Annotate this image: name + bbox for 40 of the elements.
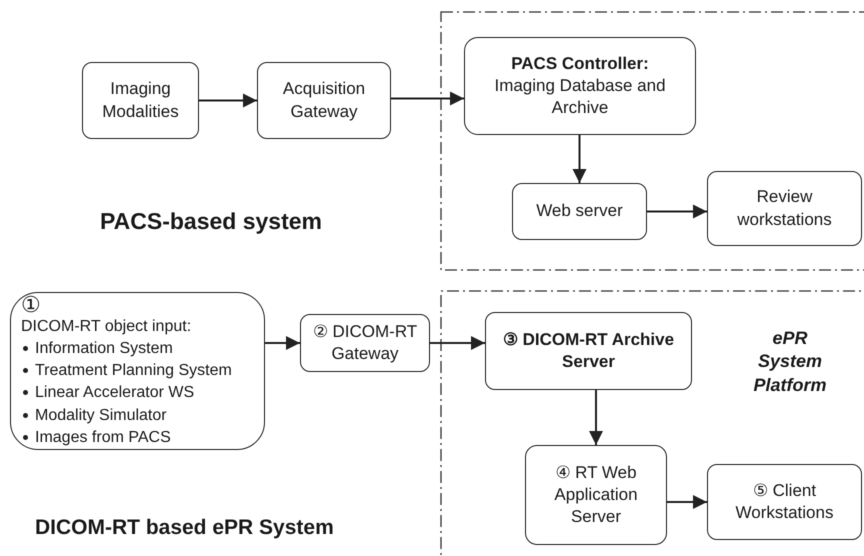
- process-box: [300, 314, 430, 372]
- bullet-item: Images from PACS: [21, 427, 171, 450]
- bullet-item: Modality Simulator: [21, 404, 167, 428]
- box-label: ⑤ Client Workstations: [734, 480, 834, 524]
- arrow: [265, 336, 300, 350]
- process-box: [464, 37, 696, 135]
- section-title: PACS-based system: [100, 208, 322, 235]
- process-box: [512, 183, 647, 240]
- box-text: Imaging Database and Archive: [493, 74, 667, 120]
- arrow: [589, 390, 603, 445]
- step-number: ①: [21, 292, 41, 317]
- box-label: Imaging Modalities: [101, 78, 180, 122]
- bullet-item: Treatment Planning System: [21, 360, 232, 382]
- dash-dot-region: [441, 12, 864, 270]
- process-box: [707, 171, 862, 246]
- process-box: [82, 62, 199, 139]
- box-label: ④ RT Web Application Server: [553, 462, 639, 528]
- arrow: [572, 135, 586, 183]
- bullet-item: Information System: [21, 338, 173, 360]
- arrow: [430, 336, 485, 350]
- process-box: [257, 62, 391, 139]
- box-label: ③ DICOM-RT Archive Server: [502, 328, 676, 373]
- dash-dot-region: [441, 291, 864, 556]
- arrow: [667, 495, 707, 509]
- arrow: [199, 94, 257, 108]
- arrow: [391, 92, 464, 106]
- section-title: DICOM-RT based ePR System: [35, 516, 334, 540]
- box-label: Review workstations: [736, 186, 833, 230]
- process-box: [485, 312, 692, 390]
- process-box: [10, 292, 265, 450]
- box-label: ② DICOM-RT Gateway: [312, 320, 418, 365]
- process-box: [707, 464, 862, 540]
- bullet-item: Linear Accelerator WS: [21, 382, 194, 405]
- arrow: [647, 204, 707, 218]
- process-box: [525, 445, 667, 545]
- box-label: Web server: [536, 200, 623, 222]
- box-text: DICOM-RT object input:: [21, 316, 192, 337]
- box-label: Acquisition Gateway: [282, 78, 366, 122]
- platform-title: ePR System Platform: [752, 327, 828, 397]
- box-label: PACS Controller:: [511, 52, 649, 75]
